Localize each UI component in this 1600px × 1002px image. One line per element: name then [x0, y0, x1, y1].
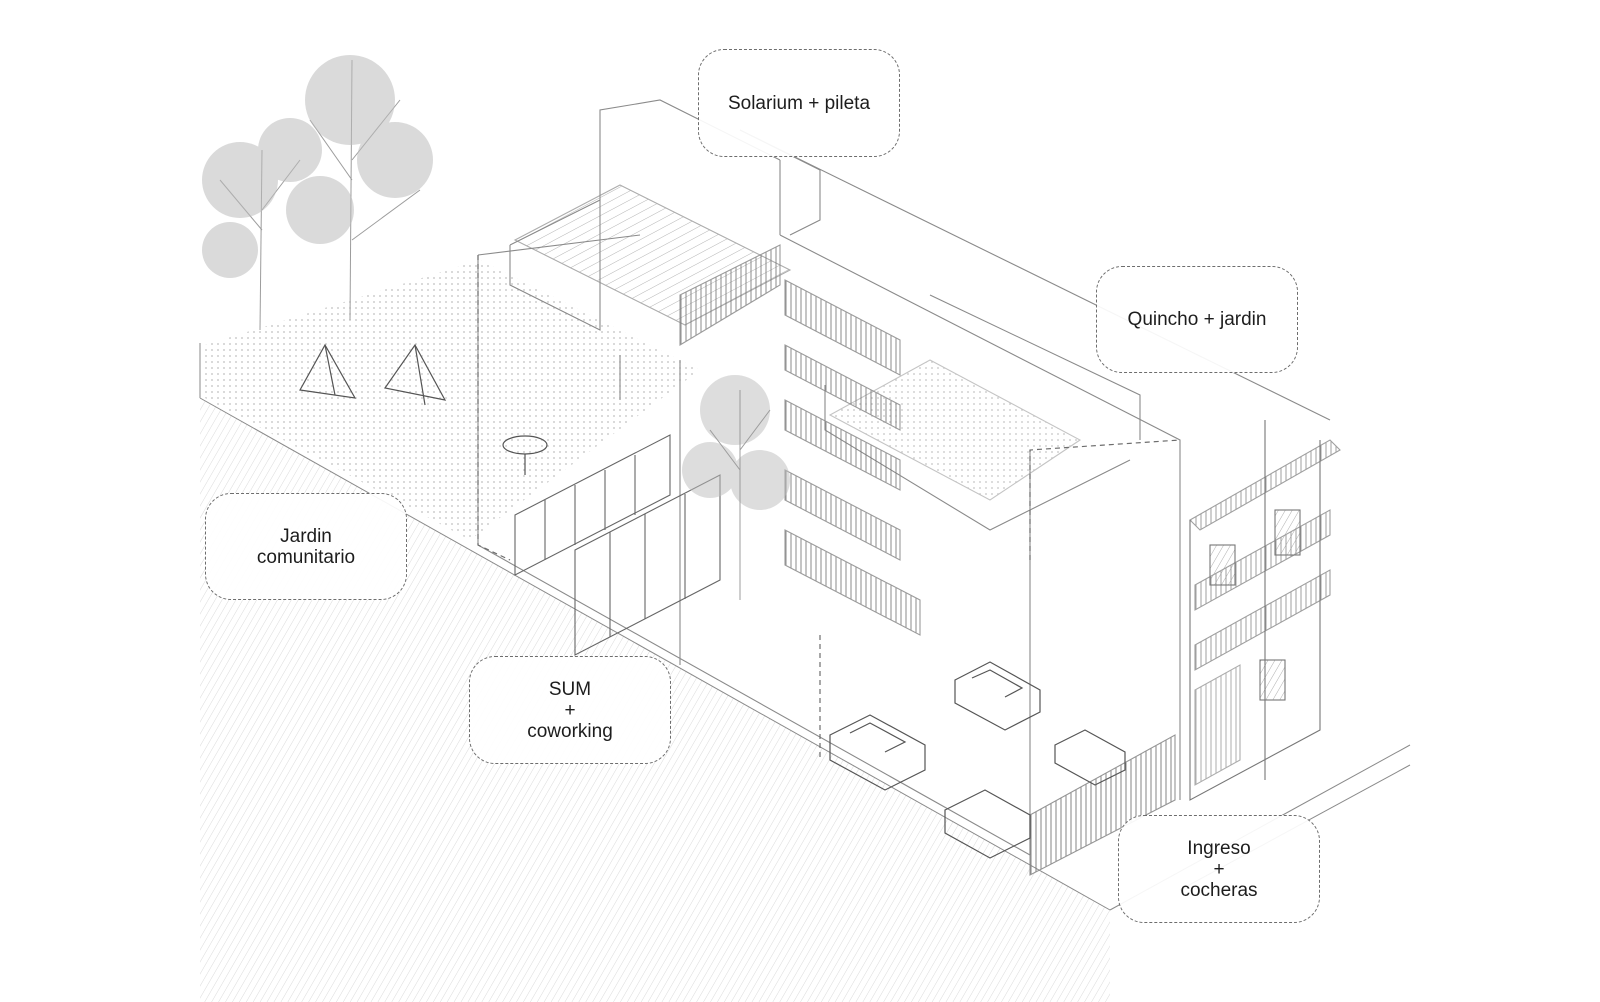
courtyard-tree [682, 375, 790, 600]
label-solarium-pileta: Solarium + pileta [698, 49, 900, 157]
label-line: SUM [548, 678, 592, 700]
label-line: coworking [527, 720, 613, 742]
label-line: cocheras [1180, 879, 1258, 901]
tree-icon [709, 390, 771, 600]
car-icon [954, 661, 1041, 731]
label-line: + [564, 699, 576, 721]
table-icon [502, 435, 548, 475]
garden-left [202, 55, 700, 540]
label-line: Solarium + pileta [727, 92, 871, 114]
neighbor-building [1189, 420, 1341, 801]
tent-icon [299, 343, 447, 406]
label-sum-coworking: SUM + coworking [469, 656, 671, 764]
car-icon [1054, 729, 1126, 786]
glazing [514, 434, 721, 656]
label-line: Quincho + jardin [1127, 309, 1267, 330]
car-icon [944, 789, 1031, 859]
label-line: Jardin [280, 525, 332, 547]
main-building [477, 99, 1331, 876]
label-quincho-jardin: Quincho + jardin [1096, 266, 1298, 373]
leader-lines [477, 255, 1181, 760]
label-line: comunitario [256, 546, 356, 568]
label-ingreso-cocheras: Ingreso + cocheras [1118, 815, 1320, 923]
label-jardin-comunitario: Jardin comunitario [205, 493, 407, 600]
label-line: Ingreso [1187, 837, 1251, 859]
car-icon [829, 714, 926, 791]
cars [829, 661, 1126, 859]
label-line: + [1213, 858, 1225, 880]
